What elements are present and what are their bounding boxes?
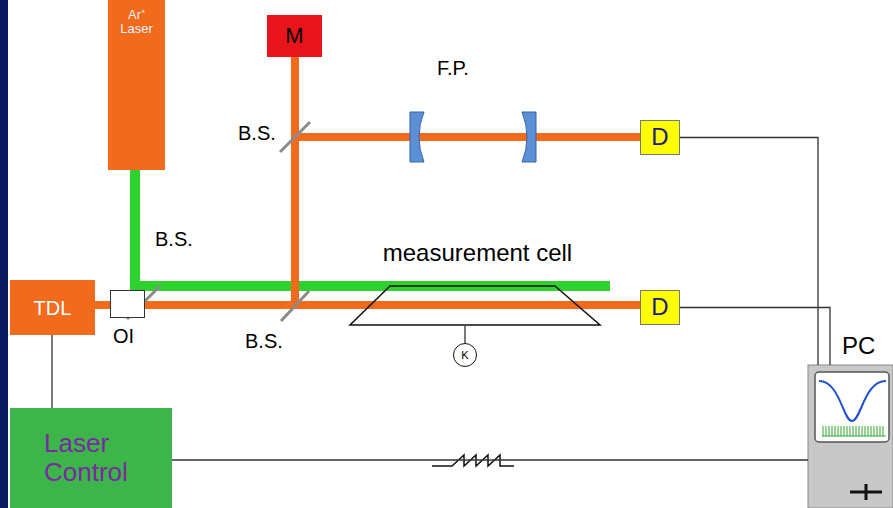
fringe-line	[871, 426, 872, 436]
fringe-line	[823, 426, 824, 436]
mirror-box: M	[267, 15, 322, 57]
frame-strip	[0, 0, 8, 508]
fp-fringes	[823, 426, 883, 436]
part-label: B.S.	[155, 228, 193, 250]
node-label: measurement cell	[383, 240, 572, 266]
fringe-line	[853, 426, 854, 436]
fp-mirror	[410, 112, 424, 162]
fringe-line	[865, 426, 866, 436]
signal-wire	[465, 326, 466, 343]
fringe-line	[835, 426, 836, 436]
measurement-cell	[350, 286, 600, 325]
fringe-line	[832, 426, 833, 436]
absorption-curve	[819, 381, 886, 421]
signal-wire	[680, 308, 830, 366]
pc-body	[808, 365, 893, 508]
fringe-line	[826, 426, 827, 436]
fringe-line	[859, 426, 860, 436]
node-label: M	[285, 24, 303, 48]
control-box: Laser Control	[10, 408, 172, 508]
fringe-line	[883, 426, 884, 436]
fp-mirror	[522, 112, 536, 162]
wire-line	[680, 138, 818, 366]
signal-wire	[680, 138, 818, 366]
fringe-line	[877, 426, 878, 436]
argon-beam	[130, 168, 140, 290]
part-label: B.S.	[245, 330, 283, 352]
fringe-line	[850, 426, 851, 436]
wire-line	[464, 326, 465, 343]
wire-line	[172, 459, 808, 460]
fringe-line	[856, 426, 857, 436]
laser-beam	[291, 55, 299, 309]
wire-line	[51, 335, 52, 408]
node-label: PC	[842, 333, 875, 359]
cell-node: measurement cell	[350, 238, 605, 326]
node-label: OI	[113, 325, 134, 347]
fringe-line	[841, 426, 842, 436]
signal-wire	[52, 335, 53, 408]
beam-splitter	[281, 291, 309, 321]
node-label: D	[651, 294, 668, 320]
gauge-circle: K	[453, 343, 477, 367]
node-label: K	[461, 349, 468, 361]
fringe-line	[868, 426, 869, 436]
isolator-box: OI	[110, 290, 145, 318]
fp-fringes	[822, 436, 886, 437]
pc-node: PC	[808, 365, 893, 508]
fringe-line	[880, 426, 881, 436]
part-label: B.S.	[238, 122, 276, 144]
laser-box: TDL	[10, 280, 95, 335]
argon-laser: Ar⁺ Laser	[108, 0, 165, 170]
detector-box: D	[640, 120, 680, 155]
beam-splitter	[280, 122, 310, 152]
fringe-line	[862, 426, 863, 436]
node-label: TDL	[34, 297, 72, 319]
signal-wire	[172, 460, 808, 461]
node-label: Ar⁺ Laser	[117, 8, 157, 37]
fringe-line	[829, 426, 830, 436]
node-label: D	[651, 124, 668, 150]
fringe-line	[838, 426, 839, 436]
fringe-line	[847, 426, 848, 436]
pc-screen	[815, 372, 889, 442]
fringe-line	[874, 426, 875, 436]
pc-slot	[865, 484, 868, 500]
detector-box: D	[640, 290, 680, 325]
part-label: F.P.	[437, 57, 469, 79]
node-label: Laser Control	[44, 429, 154, 486]
laser-beam	[291, 133, 640, 141]
fringe-line	[844, 426, 845, 436]
wire-line	[680, 308, 830, 366]
